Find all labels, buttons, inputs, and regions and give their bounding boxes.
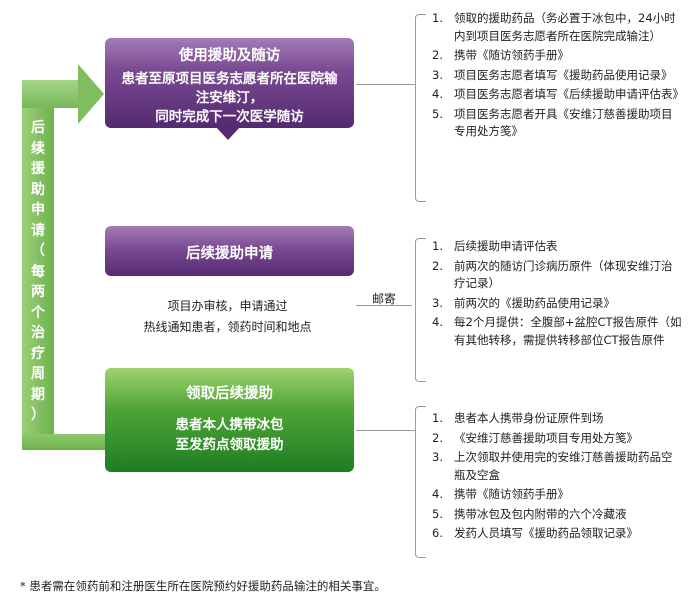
footnote: * 患者需在领药前和注册医生所在医院预约好援助药品输注的相关事宜。 (20, 579, 386, 593)
step3-line: 至发药点领取援助 (175, 437, 284, 453)
loop-char: 治 (31, 325, 45, 341)
list-item-number: 5. (432, 106, 443, 121)
loop-arrow-head-icon (78, 64, 104, 124)
loop-arrow-label: 后 续 援 助 申 请 （ 每 两 个 治 疗 周 期 ） (22, 118, 54, 426)
list3: 1. 患者本人携带身份证原件到场 2. 《安维汀慈善援助项目专用处方笺》 3. 上次领… (432, 410, 682, 545)
list-item-number: 2. (432, 258, 443, 273)
step1-line: 注安维汀， (195, 90, 264, 106)
list2: 1. 后续援助申请评估表 2. 前两次的随访门诊病历原件（体现安维汀治疗记录） 3.… (432, 238, 682, 351)
list-item: 5. 项目医务志愿者开具《安维汀慈善援助项目专用处方笺》 (432, 106, 682, 141)
list-item-number: 1. (432, 239, 443, 253)
list-item-number: 2. (432, 48, 443, 62)
loop-char: ） (31, 407, 45, 423)
list-item-number: 3. (432, 67, 443, 82)
list-item: 4. 项目医务志愿者填写《后续援助申请评估表》 (432, 86, 684, 104)
step2-box (105, 226, 354, 276)
list-item: 3. 前两次的《援助药品使用记录》 (432, 295, 682, 313)
list-item-text: 项目医务志愿者填写《援助药品使用记录》 (454, 67, 673, 82)
step1-line: 患者至原项目医务志愿者所在医院输 (121, 71, 338, 87)
loop-arrow-shaft (22, 82, 54, 450)
list-item: 3. 上次领取并使用完的安维汀慈善援助药品空瓶及空盒 (432, 449, 682, 484)
loop-char: 后 (31, 120, 45, 136)
step3-title: 领取后续援助 (186, 386, 273, 402)
list-item-number: 4. (432, 87, 443, 101)
list-item-text: 领取的援助药品（务必置于冰包中，24小时内到项目医务志愿者所在医院完成输注） (454, 11, 676, 43)
step3-line: 患者本人携带冰包 (175, 417, 284, 433)
list-item: 5. 携带冰包及包内附带的六个冷藏液 (432, 506, 682, 524)
list-item-text: 后续援助申请评估表 (454, 239, 558, 253)
list1-bracket (415, 14, 426, 202)
list-item: 2. 《安维汀慈善援助项目专用处方笺》 (432, 430, 682, 448)
list-item-text: 每2个月提供：全腹部+盆腔CT报告原件（如有其他转移，需提供转移部位CT报告原件 (454, 315, 682, 347)
list-item-number: 3. (432, 295, 443, 310)
list-item-number: 4. (432, 315, 443, 329)
step1-title: 使用援助及随访 (178, 48, 281, 64)
loop-char: 周 (31, 366, 45, 382)
list-item-number: 6. (432, 526, 443, 540)
loop-char: 个 (31, 304, 45, 321)
list-item-text: 项目医务志愿者填写《后续援助申请评估表》 (454, 87, 684, 101)
mail-connector (356, 305, 412, 306)
list-item-text: 携带冰包及包内附带的六个冷藏液 (454, 506, 627, 521)
step2-title: 后续援助申请 (186, 246, 273, 262)
step2-line: 项目办审核，申请通过 (167, 299, 288, 313)
step1-box (105, 38, 354, 128)
loop-char: 每 (31, 263, 45, 280)
step1-line: 同时完成下一次医学随访 (155, 109, 304, 125)
list-item-text: 项目医务志愿者开具《安维汀慈善援助项目专用处方笺》 (454, 106, 673, 139)
list-item: 3. 项目医务志愿者填写《援助药品使用记录》 (432, 67, 682, 85)
loop-arrow-top (22, 80, 82, 108)
list1-connector (356, 84, 416, 85)
list-item-text: 前两次的《援助药品使用记录》 (454, 295, 615, 310)
loop-char: 申 (31, 202, 45, 218)
list-item-text: 《安维汀慈善援助项目专用处方笺》 (454, 430, 638, 445)
list-item: 4. 携带《随访领药手册》 (432, 486, 682, 504)
loop-arrow-base (22, 434, 112, 450)
list2-bracket (415, 238, 426, 382)
list3-connector (356, 430, 416, 431)
list-item: 2. 携带《随访领药手册》 (432, 47, 682, 65)
loop-char: 请 (31, 222, 45, 239)
loop-char: 两 (31, 284, 45, 300)
list-item-text: 前两次的随访门诊病历原件（体现安维汀治疗记录） (454, 258, 673, 291)
step3-box (105, 368, 354, 472)
list-item: 4. 每2个月提供：全腹部+盆腔CT报告原件（如有其他转移，需提供转移部位CT报告… (432, 314, 682, 349)
loop-char: 续 (31, 140, 45, 157)
list-item: 1. 领取的援助药品（务必置于冰包中，24小时内到项目医务志愿者所在医院完成输注） (432, 10, 682, 45)
loop-char: 援 (31, 161, 45, 177)
loop-char: 助 (31, 181, 45, 198)
list-item-number: 2. (432, 430, 443, 445)
list-item-text: 上次领取并使用完的安维汀慈善援助药品空瓶及空盒 (454, 450, 673, 482)
list-item: 1. 患者本人携带身份证原件到场 (432, 410, 682, 428)
list-item-number: 5. (432, 506, 443, 521)
list1: 1. 领取的援助药品（务必置于冰包中，24小时内到项目医务志愿者所在医院完成输注）… (432, 10, 684, 143)
mail-label: 邮寄 (372, 292, 397, 306)
step1-pointer-icon (216, 127, 240, 140)
list-item-text: 携带《随访领药手册》 (454, 487, 569, 501)
list-item-text: 患者本人携带身份证原件到场 (454, 411, 604, 425)
loop-char: （ (31, 243, 45, 259)
list-item: 1. 后续援助申请评估表 (432, 238, 682, 256)
step2-line: 热线通知患者，领药时间和地点 (143, 320, 312, 334)
list-item-text: 发药人员填写《援助药品领取记录》 (454, 526, 638, 540)
list-item-number: 1. (432, 411, 443, 425)
loop-char: 疗 (31, 345, 45, 362)
list-item: 6. 发药人员填写《援助药品领取记录》 (432, 525, 682, 543)
list-item-number: 1. (432, 11, 443, 25)
list3-bracket (415, 406, 426, 558)
list-item: 2. 前两次的随访门诊病历原件（体现安维汀治疗记录） (432, 258, 682, 293)
list-item-number: 4. (432, 487, 443, 501)
list-item-text: 携带《随访领药手册》 (454, 48, 569, 62)
list-item-number: 3. (432, 450, 443, 464)
loop-char: 期 (31, 386, 45, 403)
